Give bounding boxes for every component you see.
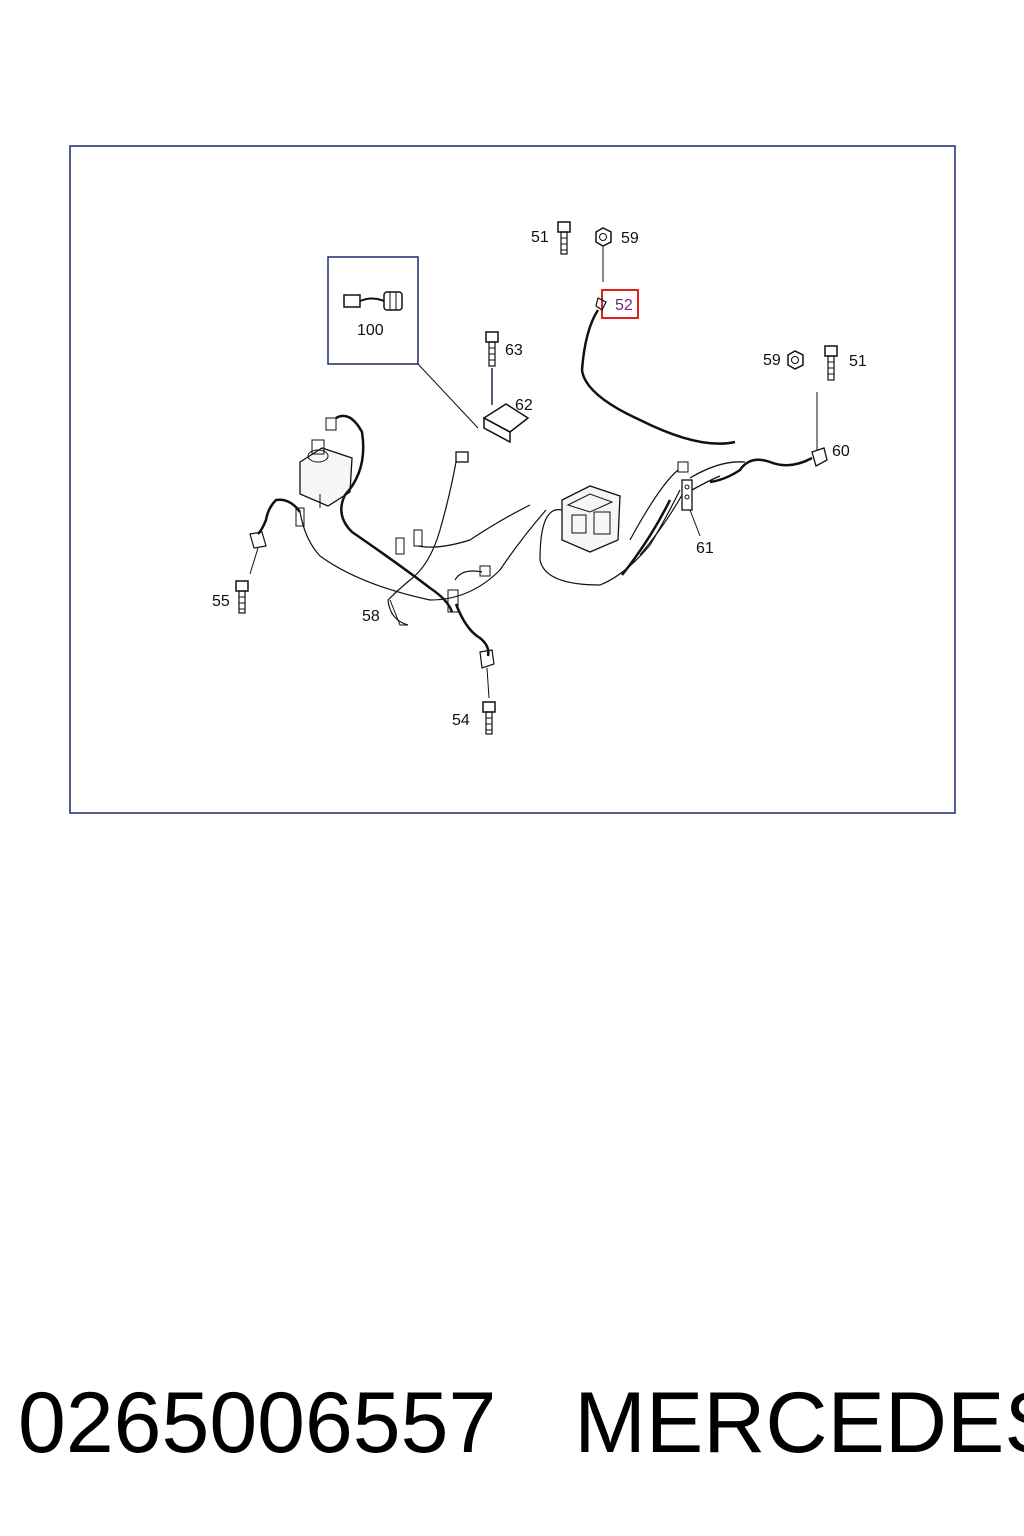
sensor-cable-icon: [343, 291, 403, 311]
harness-main: [299, 509, 547, 601]
callout-100: 100: [357, 322, 384, 339]
callout-52: 52: [615, 297, 633, 314]
bolt-icon: [824, 345, 838, 381]
callout-61: 61: [696, 540, 714, 557]
diagram-frame: [69, 145, 956, 814]
harness-cross: [417, 504, 531, 548]
sensor-cable-52: [580, 309, 736, 445]
brake-line-left: [335, 414, 454, 613]
wheel-speed-sensor-60: [709, 447, 828, 484]
highlight-box: [601, 289, 639, 319]
part-number: 0265006557: [18, 1375, 497, 1471]
callout-55: 55: [212, 593, 230, 610]
wheel-speed-sensor-54: [447, 589, 495, 699]
callout-58: 58: [362, 608, 380, 625]
nut-icon: [787, 350, 804, 370]
connector-icon: [479, 565, 491, 577]
brand-name: MERCEDES: [574, 1375, 1024, 1471]
bracket-icon: [482, 403, 530, 444]
cable-bracket-61: [621, 461, 746, 576]
brake-fluid-reservoir: [299, 417, 353, 508]
harness-upper: [387, 461, 457, 626]
callout-59-top: 59: [621, 230, 639, 247]
caption: 0265006557 MERCEDES: [18, 1368, 1024, 1478]
callout-51-top: 51: [531, 229, 549, 246]
callout-63: 63: [505, 342, 523, 359]
bolt-icon: [557, 221, 571, 255]
callout-62: 62: [515, 397, 533, 414]
callout-54: 54: [452, 712, 470, 729]
callout-60: 60: [832, 443, 850, 460]
callout-59-right: 59: [763, 352, 781, 369]
abs-hydraulic-unit: [539, 485, 681, 586]
parts-diagram: 100 51 59 52 63 62: [69, 145, 956, 814]
wheel-speed-sensor-55: [249, 498, 305, 575]
bolt-icon: [485, 331, 499, 367]
wheel-speed-sensor-52[interactable]: 52: [595, 289, 639, 319]
connector-icon: [395, 529, 423, 555]
harness-lower: [454, 570, 483, 581]
inset-box-100: 100: [327, 256, 479, 429]
connector-icon: [455, 451, 469, 463]
callout-51-right: 51: [849, 353, 867, 370]
bolt-icon: [482, 701, 496, 735]
bolt-icon: [235, 580, 249, 614]
nut-icon: [595, 227, 612, 282]
